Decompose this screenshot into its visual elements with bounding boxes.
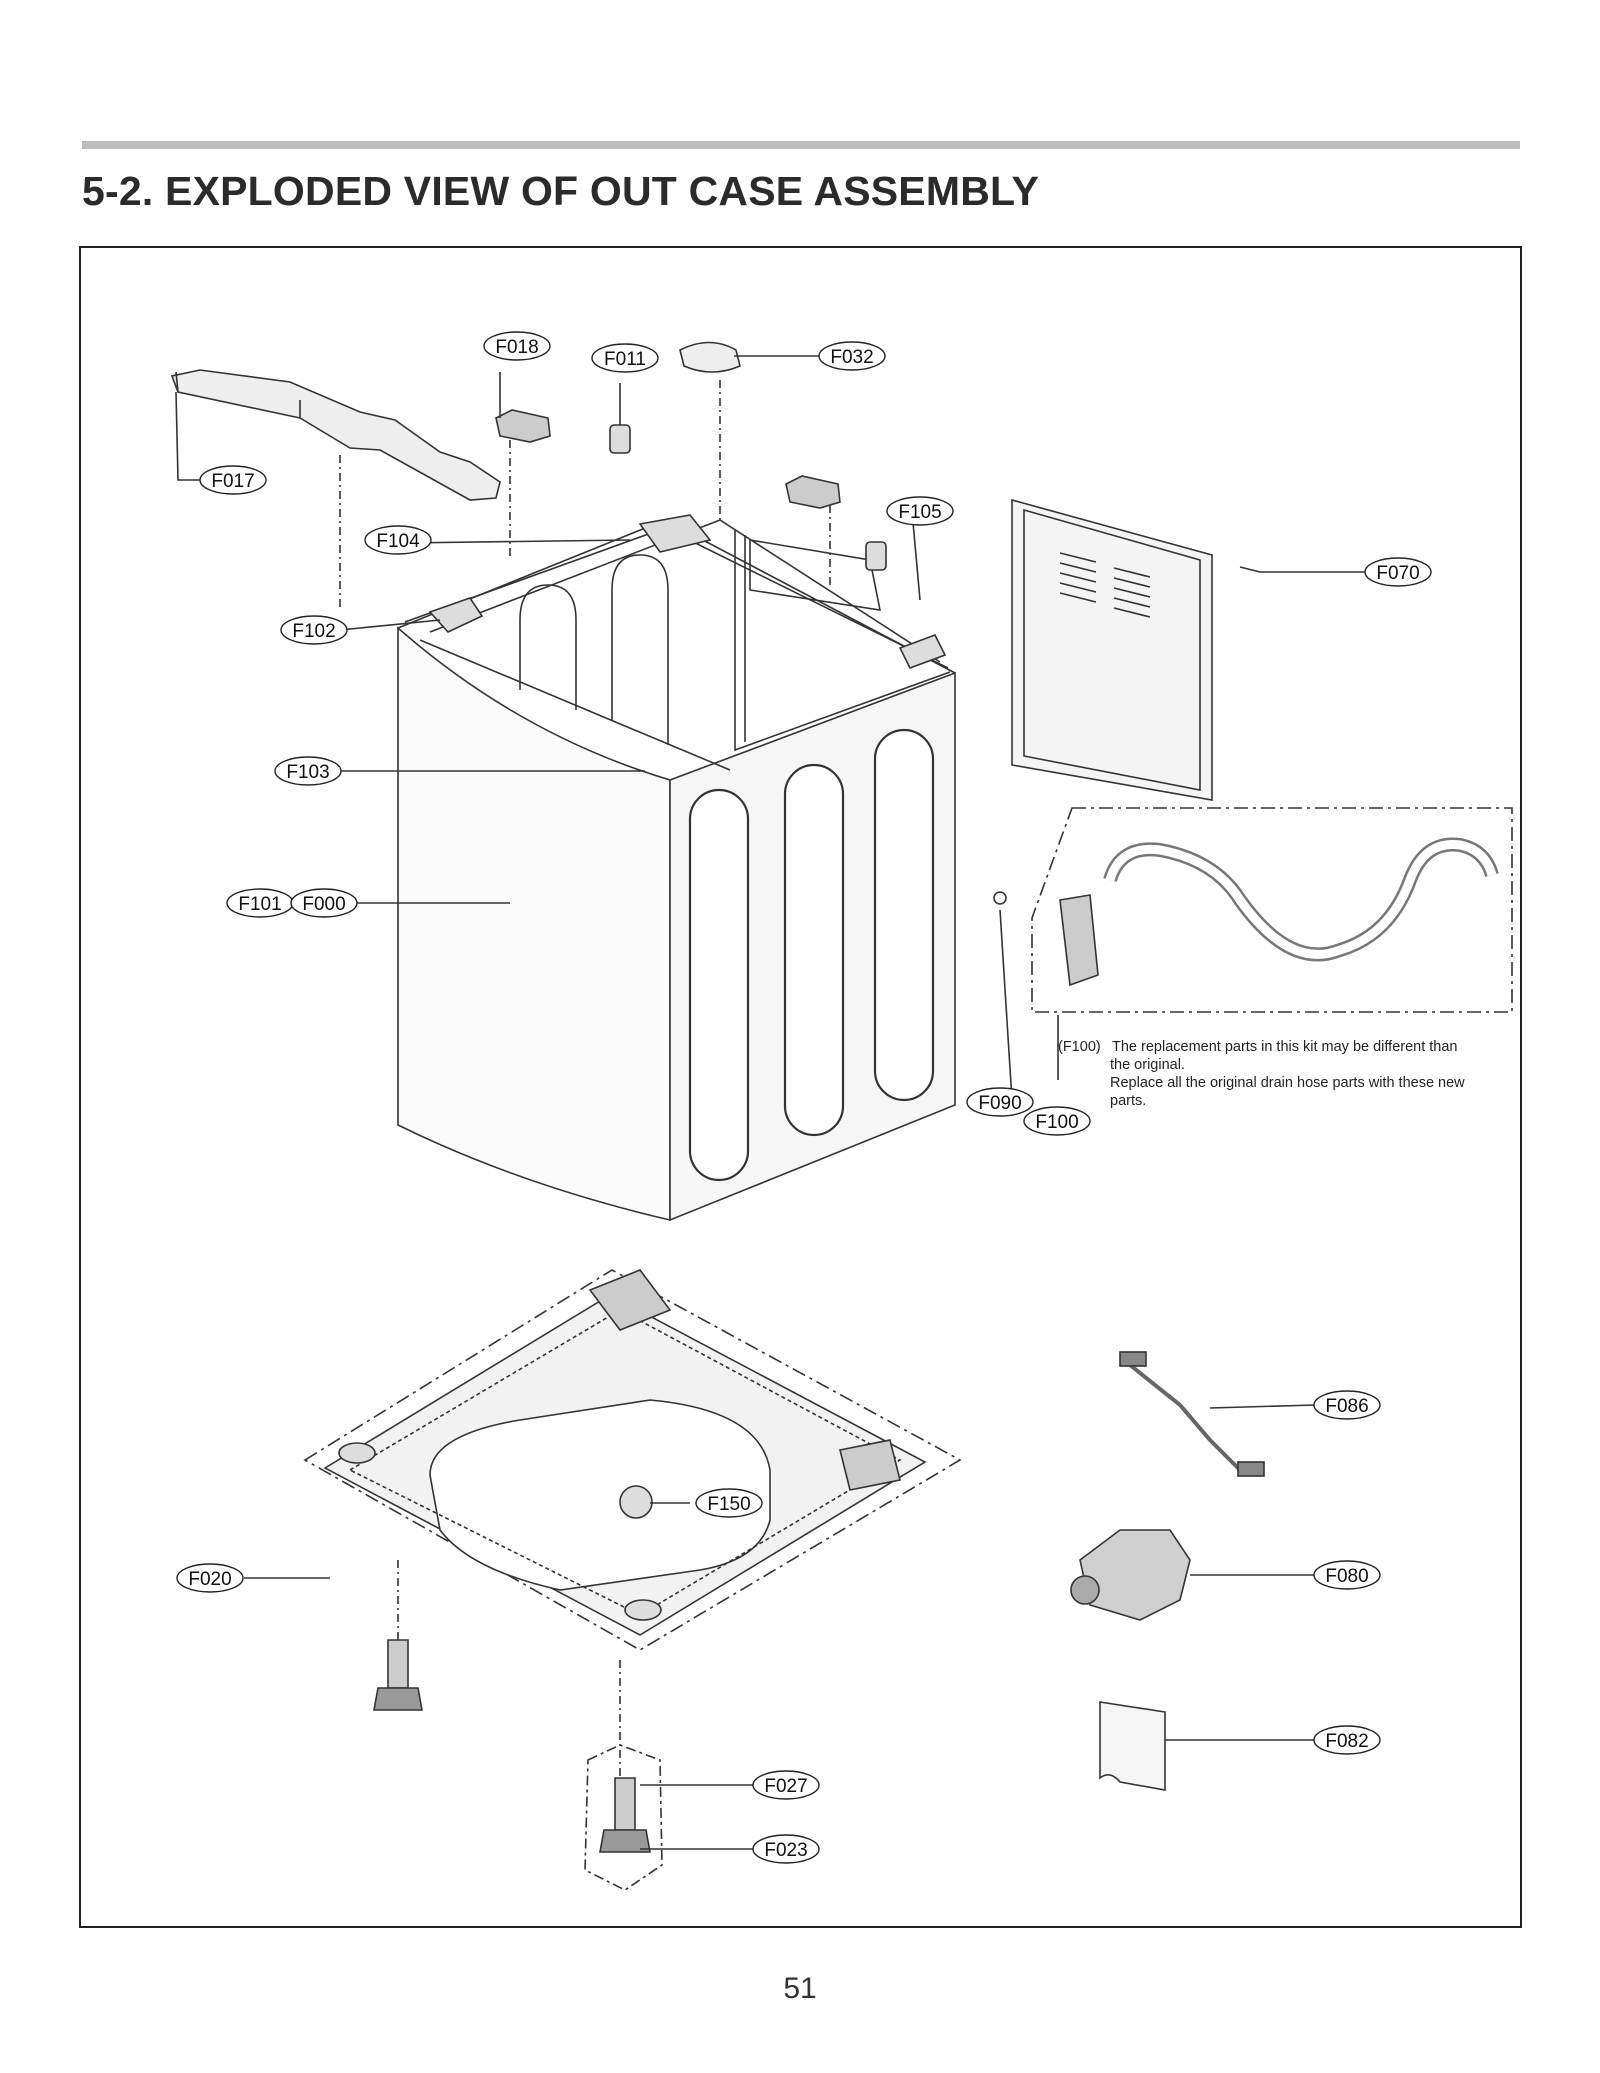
svg-text:F100: F100 bbox=[1035, 1112, 1078, 1133]
note-ref: (F100) bbox=[1058, 1039, 1101, 1055]
callout-F103: F103 bbox=[274, 756, 342, 786]
svg-text:F020: F020 bbox=[188, 1569, 231, 1590]
callout-F090: F090 bbox=[966, 1087, 1034, 1117]
diagram-frame bbox=[79, 246, 1522, 1928]
callout-F080: F080 bbox=[1313, 1560, 1381, 1590]
drain-hose-drawing bbox=[1103, 837, 1499, 962]
callout-F082: F082 bbox=[1313, 1725, 1381, 1755]
callout-F027: F027 bbox=[752, 1770, 820, 1800]
callout-F101: F101 bbox=[226, 888, 294, 918]
callout-F086: F086 bbox=[1313, 1390, 1381, 1420]
cabinet-drawing bbox=[397, 514, 956, 1222]
svg-text:F023: F023 bbox=[764, 1840, 807, 1861]
svg-text:F032: F032 bbox=[830, 347, 873, 368]
leveling-leg-drawing bbox=[387, 1639, 409, 1689]
callout-F023: F023 bbox=[752, 1834, 820, 1864]
callout-F020: F020 bbox=[176, 1563, 244, 1593]
page-number: 51 bbox=[783, 1972, 817, 2005]
note-line-4: parts. bbox=[1110, 1093, 1147, 1109]
callout-F011: F011 bbox=[591, 343, 659, 373]
top-brace-drawing bbox=[170, 369, 501, 501]
svg-text:F101: F101 bbox=[238, 894, 281, 915]
svg-text:F102: F102 bbox=[292, 621, 335, 642]
clip-drawing bbox=[495, 409, 551, 443]
replacement-note: (F100) The replacement parts in this kit … bbox=[1058, 1038, 1518, 1110]
base-frame-drawing bbox=[303, 1269, 962, 1651]
svg-text:F086: F086 bbox=[1325, 1396, 1368, 1417]
svg-text:F017: F017 bbox=[211, 471, 254, 492]
callout-F000: F000 bbox=[290, 888, 358, 918]
svg-text:F082: F082 bbox=[1325, 1731, 1368, 1752]
page-title: 5-2. EXPLODED VIEW OF OUT CASE ASSEMBLY bbox=[82, 168, 1040, 214]
callout-F104: F104 bbox=[364, 525, 432, 555]
clamp-drawing bbox=[679, 341, 741, 373]
svg-text:F104: F104 bbox=[376, 531, 420, 552]
callout-F017: F017 bbox=[199, 465, 267, 495]
svg-text:F105: F105 bbox=[898, 502, 941, 523]
note-line-1: The replacement parts in this kit may be… bbox=[1112, 1039, 1458, 1055]
svg-text:F011: F011 bbox=[604, 349, 646, 370]
rear-panel-drawing bbox=[1011, 498, 1213, 801]
note-line-2: the original. bbox=[1110, 1057, 1185, 1073]
water-valve-drawing bbox=[1079, 1529, 1191, 1621]
svg-text:F150: F150 bbox=[707, 1494, 750, 1515]
header-rule bbox=[82, 141, 1520, 149]
callout-F018: F018 bbox=[483, 331, 551, 361]
callout-F102: F102 bbox=[280, 615, 348, 645]
callout-F032: F032 bbox=[818, 341, 886, 371]
callout-F070: F070 bbox=[1364, 557, 1432, 587]
svg-text:F090: F090 bbox=[978, 1093, 1021, 1114]
wire-harness-drawing bbox=[1128, 1363, 1242, 1472]
callout-F100: F100 bbox=[1023, 1106, 1091, 1136]
svg-text:F080: F080 bbox=[1325, 1566, 1368, 1587]
svg-text:F000: F000 bbox=[302, 894, 345, 915]
bracket-drawing bbox=[1099, 1701, 1166, 1791]
callout-F150: F150 bbox=[695, 1488, 763, 1518]
callout-F105: F105 bbox=[886, 496, 954, 526]
svg-text:F018: F018 bbox=[495, 337, 538, 358]
svg-text:F070: F070 bbox=[1376, 563, 1419, 584]
svg-text:F027: F027 bbox=[764, 1776, 807, 1797]
svg-text:F103: F103 bbox=[286, 762, 329, 783]
note-line-3: Replace all the original drain hose part… bbox=[1110, 1075, 1465, 1091]
